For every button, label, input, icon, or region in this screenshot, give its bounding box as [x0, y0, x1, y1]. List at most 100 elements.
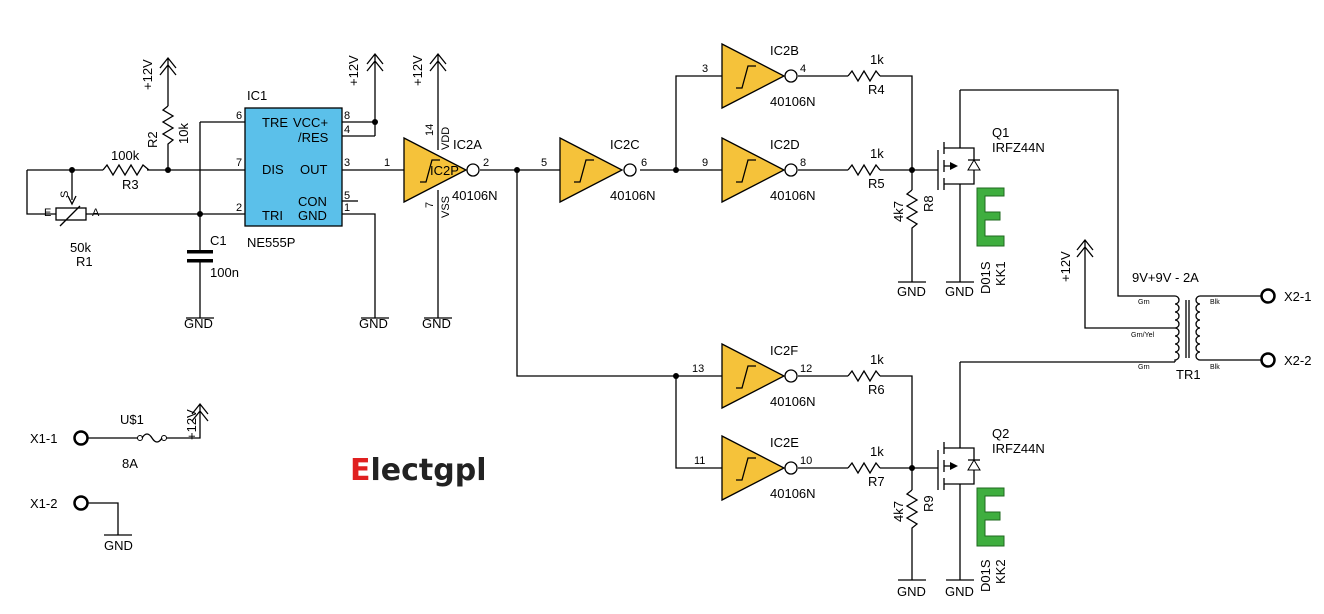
c1-value: 100n [210, 265, 239, 280]
ic2a-part: 40106N [452, 188, 498, 203]
r2-value: 10k [176, 123, 191, 144]
r9-value: 4k7 [891, 501, 906, 522]
pin-num-6: 6 [236, 110, 242, 122]
tr-blk-1: Blk [1210, 299, 1220, 306]
ic2e-out: 10 [800, 455, 812, 467]
ic2b-label: IC2B [770, 43, 799, 58]
v12-ic2: +12V [410, 55, 425, 86]
pin-out: OUT [300, 162, 328, 177]
kk1-part: D01S [978, 261, 993, 294]
pin-num-3: 3 [344, 157, 350, 169]
ic2d-part: 40106N [770, 188, 816, 203]
gnd-r9: GND [897, 584, 926, 599]
fuse-us1 [137, 433, 167, 443]
q2-mosfet [937, 440, 981, 490]
r1-pin-s: S [59, 191, 71, 198]
r6-value: 1k [870, 352, 884, 367]
tr-blk-2: Blk [1210, 364, 1220, 371]
r2-label: R2 [145, 131, 160, 148]
r1-pin-a: A [92, 207, 100, 219]
q1-label: Q1 [992, 125, 1009, 140]
ic2e-part: 40106N [770, 486, 816, 501]
ic1-ne555 [244, 107, 343, 227]
q1-part: IRFZ44N [992, 140, 1045, 155]
ic2f-label: IC2F [770, 343, 798, 358]
v12-r2: +12V [140, 59, 155, 90]
ic2e-label: IC2E [770, 435, 799, 450]
labels: IC1 NE555P TRE VCC+ /RES DIS OUT CON TRI… [30, 43, 1311, 599]
pin-vcc: VCC+ [293, 115, 328, 130]
x11-label: X1-1 [30, 431, 57, 446]
ic2a-vdd: VDD [440, 127, 452, 150]
tr1-label: TR1 [1176, 367, 1201, 382]
x12-label: X1-2 [30, 496, 57, 511]
r3-value: 100k [111, 148, 140, 163]
electgpl-logo: Electgpl [350, 453, 487, 488]
ic2c-in: 5 [541, 157, 547, 169]
ic2b-out: 4 [800, 63, 806, 75]
logo-rest: lectgpl [371, 453, 487, 488]
pin-num-1: 1 [344, 202, 350, 214]
tr-grnyel: Grn/Yel [1131, 332, 1155, 339]
r5-value: 1k [870, 146, 884, 161]
c1-capacitor [187, 250, 213, 263]
r6-label: R6 [868, 382, 885, 397]
ic2f-part: 40106N [770, 394, 816, 409]
r8-value: 4k7 [891, 201, 906, 222]
c1-label: C1 [210, 233, 227, 248]
pin-tri: TRI [262, 208, 283, 223]
logo-first-letter: E [350, 453, 371, 488]
ic2a-p14: 14 [424, 124, 436, 136]
fuse-label: U$1 [120, 412, 144, 427]
ic2a-inner: IC2P [430, 163, 459, 178]
tr1-transformer [1174, 295, 1201, 362]
pin-gnd: GND [298, 208, 327, 223]
v12-ic1: +12V [346, 55, 361, 86]
ic2a-out: 2 [483, 157, 489, 169]
pin-tre: TRE [262, 115, 288, 130]
kk2-part: D01S [978, 559, 993, 592]
pin-num-7: 7 [236, 157, 242, 169]
resistors [55, 69, 919, 536]
q1-mosfet [937, 140, 981, 190]
tr-grn-2: Grn [1138, 364, 1150, 371]
heatsink-kk1 [976, 187, 1005, 247]
ic2a-vss: VSS [440, 196, 452, 218]
supply-symbols [159, 52, 1094, 422]
r1-value: 50k [70, 240, 91, 255]
junctions [69, 119, 915, 471]
kk2-label: KK2 [993, 559, 1008, 584]
ic2d-out: 8 [800, 157, 806, 169]
ic2c-label: IC2C [610, 137, 640, 152]
fuse-value: 8A [122, 456, 138, 471]
ic1-part: NE555P [247, 235, 295, 250]
pin-num-2: 2 [236, 202, 242, 214]
r1-pin-e: E [44, 207, 51, 219]
r5-label: R5 [868, 176, 885, 191]
v12-fuse: +12V [184, 409, 199, 440]
gnd-q2: GND [945, 584, 974, 599]
gnd-bars [104, 281, 974, 581]
ic2d-in: 9 [702, 157, 708, 169]
ic2a-label: IC2A [453, 137, 482, 152]
x21-label: X2-1 [1284, 289, 1311, 304]
gnd-r8: GND [897, 284, 926, 299]
ic2d-label: IC2D [770, 137, 800, 152]
r3-label: R3 [122, 177, 139, 192]
gnd-x12: GND [104, 538, 133, 553]
ic2b-in: 3 [702, 63, 708, 75]
ic2e-in: 11 [694, 455, 705, 467]
gnd-ic1: GND [359, 316, 388, 331]
ic2b-part: 40106N [770, 94, 816, 109]
ic2f-out: 12 [800, 363, 812, 375]
r4-label: R4 [868, 82, 885, 97]
pin-dis: DIS [262, 162, 284, 177]
ic1-label: IC1 [247, 88, 267, 103]
q2-label: Q2 [992, 426, 1009, 441]
pin-con: CON [298, 194, 327, 209]
heatsink-kk2 [976, 487, 1005, 547]
kk1-label: KK1 [993, 261, 1008, 286]
ic2f-in: 13 [692, 363, 704, 375]
